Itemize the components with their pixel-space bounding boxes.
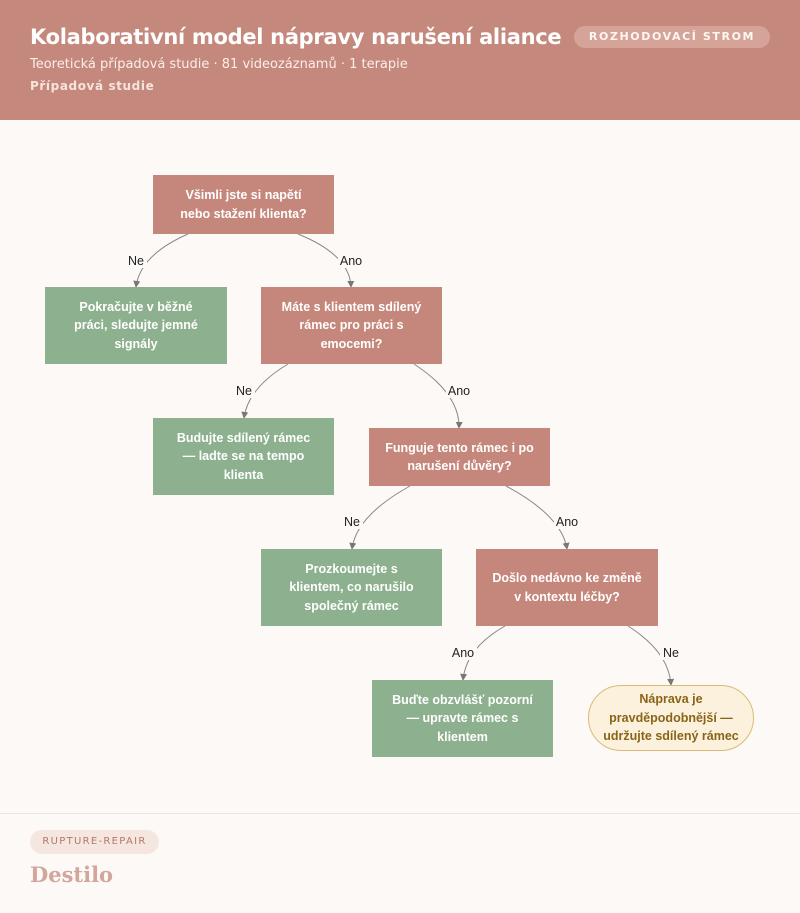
- brand-logo: Destilo: [30, 862, 114, 887]
- edge-label-7: Ano: [452, 646, 474, 660]
- page-subtitle: Teoretická případová studie · 81 videozá…: [30, 57, 408, 72]
- edge-q1-a1: [133, 233, 189, 288]
- action-node-4: Buďte obzvlášť pozorní — upravte rámec s…: [372, 680, 553, 757]
- edge-q4-final: [627, 625, 675, 686]
- question-node-3: Funguje tento rámec i po narušení důvěry…: [369, 428, 550, 486]
- edge-q2-a2: [241, 363, 289, 419]
- action-node-2: Budujte sdílený rámec — ladte se na temp…: [153, 418, 334, 495]
- edge-label-4: Ano: [448, 384, 470, 398]
- terminal-node: Náprava je pravděpodobnější — udržujte s…: [588, 685, 754, 751]
- action-node-3: Prozkoumejte s klientem, co narušilo spo…: [261, 549, 442, 626]
- topic-tag: RUPTURE-REPAIR: [30, 830, 159, 854]
- page-title: Kolaborativní model nápravy narušení ali…: [30, 25, 562, 49]
- edge-q3-a3: [349, 485, 411, 550]
- case-study-label: Případová studie: [30, 79, 155, 93]
- diagram-type-badge: ROZHODOVACÍ STROM: [574, 26, 770, 48]
- footer-divider: [0, 813, 800, 814]
- tree-connectors: Ne Ano Ne Ano Ne Ano Ano Ne: [125, 233, 682, 686]
- edge-label-2: Ano: [340, 254, 362, 268]
- question-node-2: Máte s klientem sdílený rámec pro práci …: [261, 287, 442, 364]
- edge-label-8: Ne: [663, 646, 679, 660]
- edge-q1-q2: [297, 233, 355, 288]
- question-node-4: Došlo nedávno ke změně v kontextu léčby?: [476, 549, 658, 626]
- edge-label-6: Ano: [556, 515, 578, 529]
- edge-label-3: Ne: [236, 384, 252, 398]
- edge-label-5: Ne: [344, 515, 360, 529]
- header: Kolaborativní model nápravy narušení ali…: [0, 0, 800, 120]
- edge-label-1: Ne: [128, 254, 144, 268]
- edge-q3-q4: [505, 485, 570, 550]
- question-node-1: Všimli jste si napětí nebo stažení klien…: [153, 175, 334, 234]
- action-node-1: Pokračujte v běžné práci, sledujte jemné…: [45, 287, 227, 364]
- decision-tree: Ne Ano Ne Ano Ne Ano Ano Ne Všimli jste …: [0, 120, 800, 813]
